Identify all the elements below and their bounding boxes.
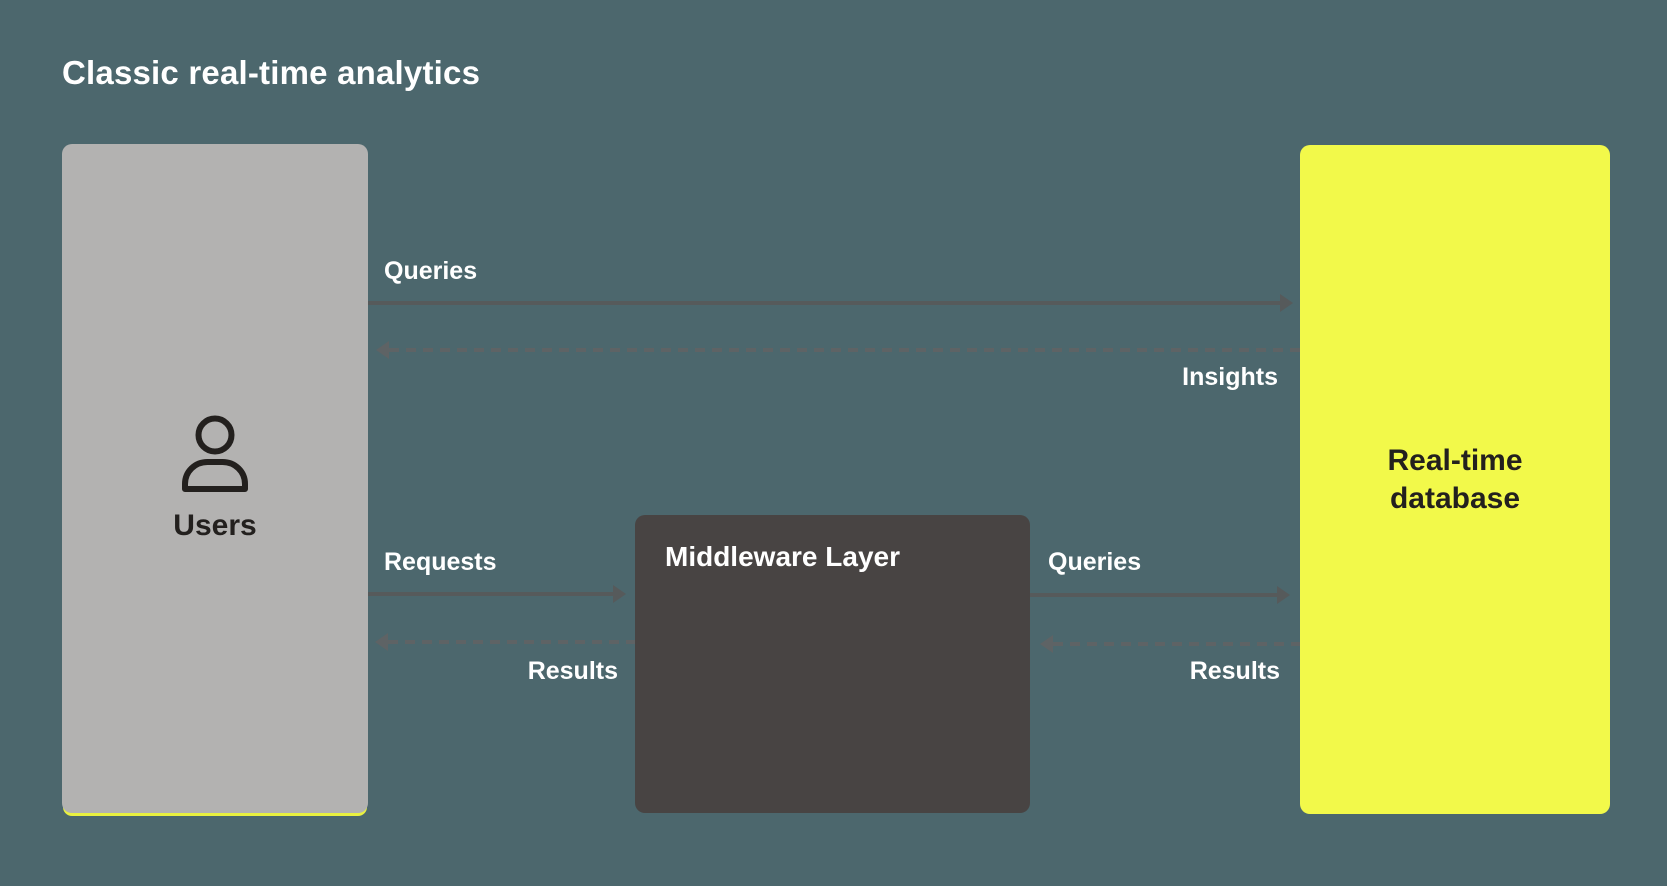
arrow-line-users-to-database bbox=[368, 301, 1280, 305]
arrow-line-users-to-middleware bbox=[368, 592, 613, 596]
arrowhead-right-users-to-database bbox=[1280, 294, 1293, 312]
edge-label-database-to-users: Insights bbox=[1182, 363, 1278, 391]
arrowhead-left-database-to-middleware bbox=[1040, 635, 1053, 653]
edge-label-middleware-to-database: Queries bbox=[1048, 548, 1142, 576]
arrowhead-right-users-to-middleware bbox=[613, 585, 626, 603]
database-node: Real-time database bbox=[1300, 145, 1610, 814]
arrow-line-database-to-users bbox=[389, 348, 1300, 352]
middleware-node: Middleware Layer bbox=[635, 515, 1030, 813]
database-label: Real-time database bbox=[1387, 444, 1523, 515]
middleware-label: Middleware Layer bbox=[665, 541, 900, 572]
edge-label-database-to-middleware: Results bbox=[1189, 657, 1280, 685]
arrowhead-left-middleware-to-users bbox=[375, 633, 388, 651]
edge-label-users-to-database: Queries bbox=[384, 257, 478, 285]
arrow-line-middleware-to-users bbox=[388, 640, 635, 644]
arrow-line-middleware-to-database bbox=[1030, 593, 1277, 597]
arrowhead-left-database-to-users bbox=[376, 341, 389, 359]
arrowhead-right-middleware-to-database bbox=[1277, 586, 1290, 604]
edge-label-middleware-to-users: Results bbox=[527, 657, 618, 685]
edge-label-users-to-middleware: Requests bbox=[384, 548, 497, 576]
users-label: Users bbox=[173, 508, 257, 542]
users-node: Users bbox=[62, 144, 368, 813]
person-icon bbox=[182, 415, 248, 492]
diagram-title: Classic real-time analytics bbox=[62, 54, 481, 91]
arrow-line-database-to-middleware bbox=[1053, 642, 1300, 646]
